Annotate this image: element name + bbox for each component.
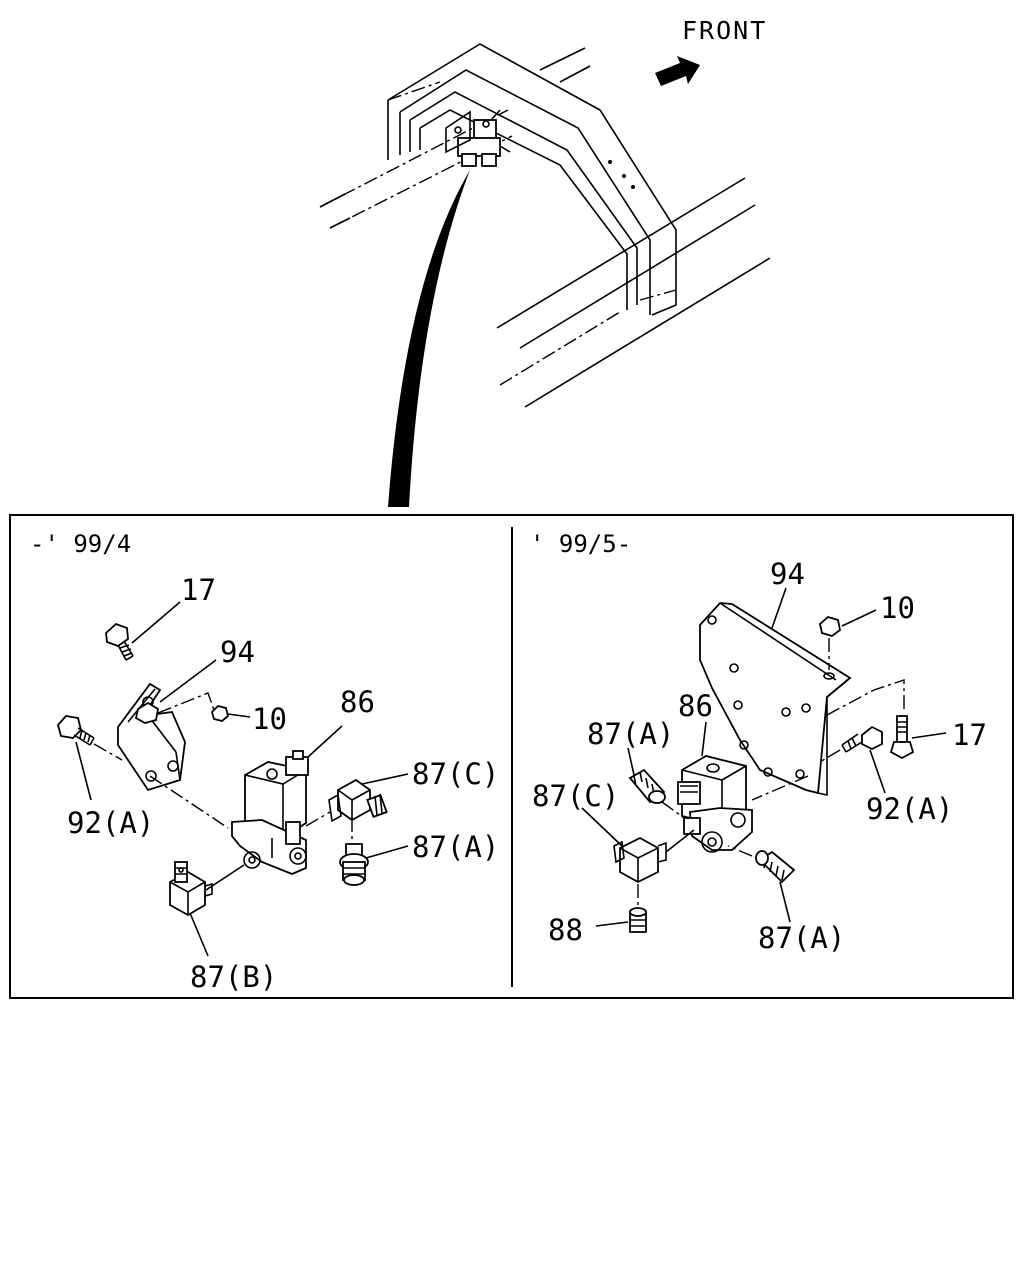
bolt-92a: [57, 715, 95, 746]
valve-location-thumbnail: [445, 109, 511, 167]
callout-94: 94: [770, 557, 805, 591]
bracket-94: [117, 682, 186, 792]
chassis-overview: FRONT: [319, 16, 771, 507]
callout-94: 94: [220, 635, 255, 669]
callout-17: 17: [181, 573, 216, 607]
solenoid-valve-86: [231, 750, 309, 875]
bolt-17: [105, 622, 134, 661]
fitting-87a: [339, 843, 369, 886]
plug-88: [629, 907, 647, 933]
nut-10: [819, 615, 841, 637]
callout-86: 86: [340, 685, 375, 719]
fitting-87c: [613, 836, 667, 884]
bolt-92a: [841, 725, 883, 753]
panel-date-range: -' 99/4: [30, 530, 131, 558]
callout-87c: 87(C): [412, 757, 499, 791]
callout-87b: 87(B): [190, 960, 277, 994]
detail-pointer: [388, 170, 470, 507]
callout-87a-bottom: 87(A): [758, 921, 845, 955]
fitting-87c: [328, 778, 388, 823]
callout-10: 10: [252, 702, 287, 736]
callout-92a: 92(A): [67, 806, 154, 840]
fitting-87b: [169, 861, 213, 917]
panel-early: -' 99/4 17 94 10: [30, 530, 499, 994]
detail-frame: [9, 514, 1014, 999]
bracket-94: [699, 602, 852, 796]
nut-10: [210, 705, 230, 722]
callout-87a: 87(A): [412, 830, 499, 864]
front-label: FRONT: [682, 16, 767, 45]
callout-92a: 92(A): [866, 792, 953, 826]
fitting-87a-bottom: [755, 850, 796, 884]
bolt-17: [889, 715, 915, 760]
front-arrow-icon: [655, 56, 700, 86]
callout-87c: 87(C): [532, 779, 619, 813]
callout-87a-top: 87(A): [587, 717, 674, 751]
callout-86: 86: [678, 689, 713, 723]
solenoid-valve-86: [677, 755, 753, 853]
callout-17: 17: [952, 718, 987, 752]
callout-10: 10: [880, 591, 915, 625]
callout-88: 88: [548, 913, 583, 947]
panel-date-range: ' 99/5-: [530, 530, 631, 558]
fitting-87a-top: [628, 768, 666, 804]
panel-late: ' 99/5- 94 10: [530, 530, 987, 955]
